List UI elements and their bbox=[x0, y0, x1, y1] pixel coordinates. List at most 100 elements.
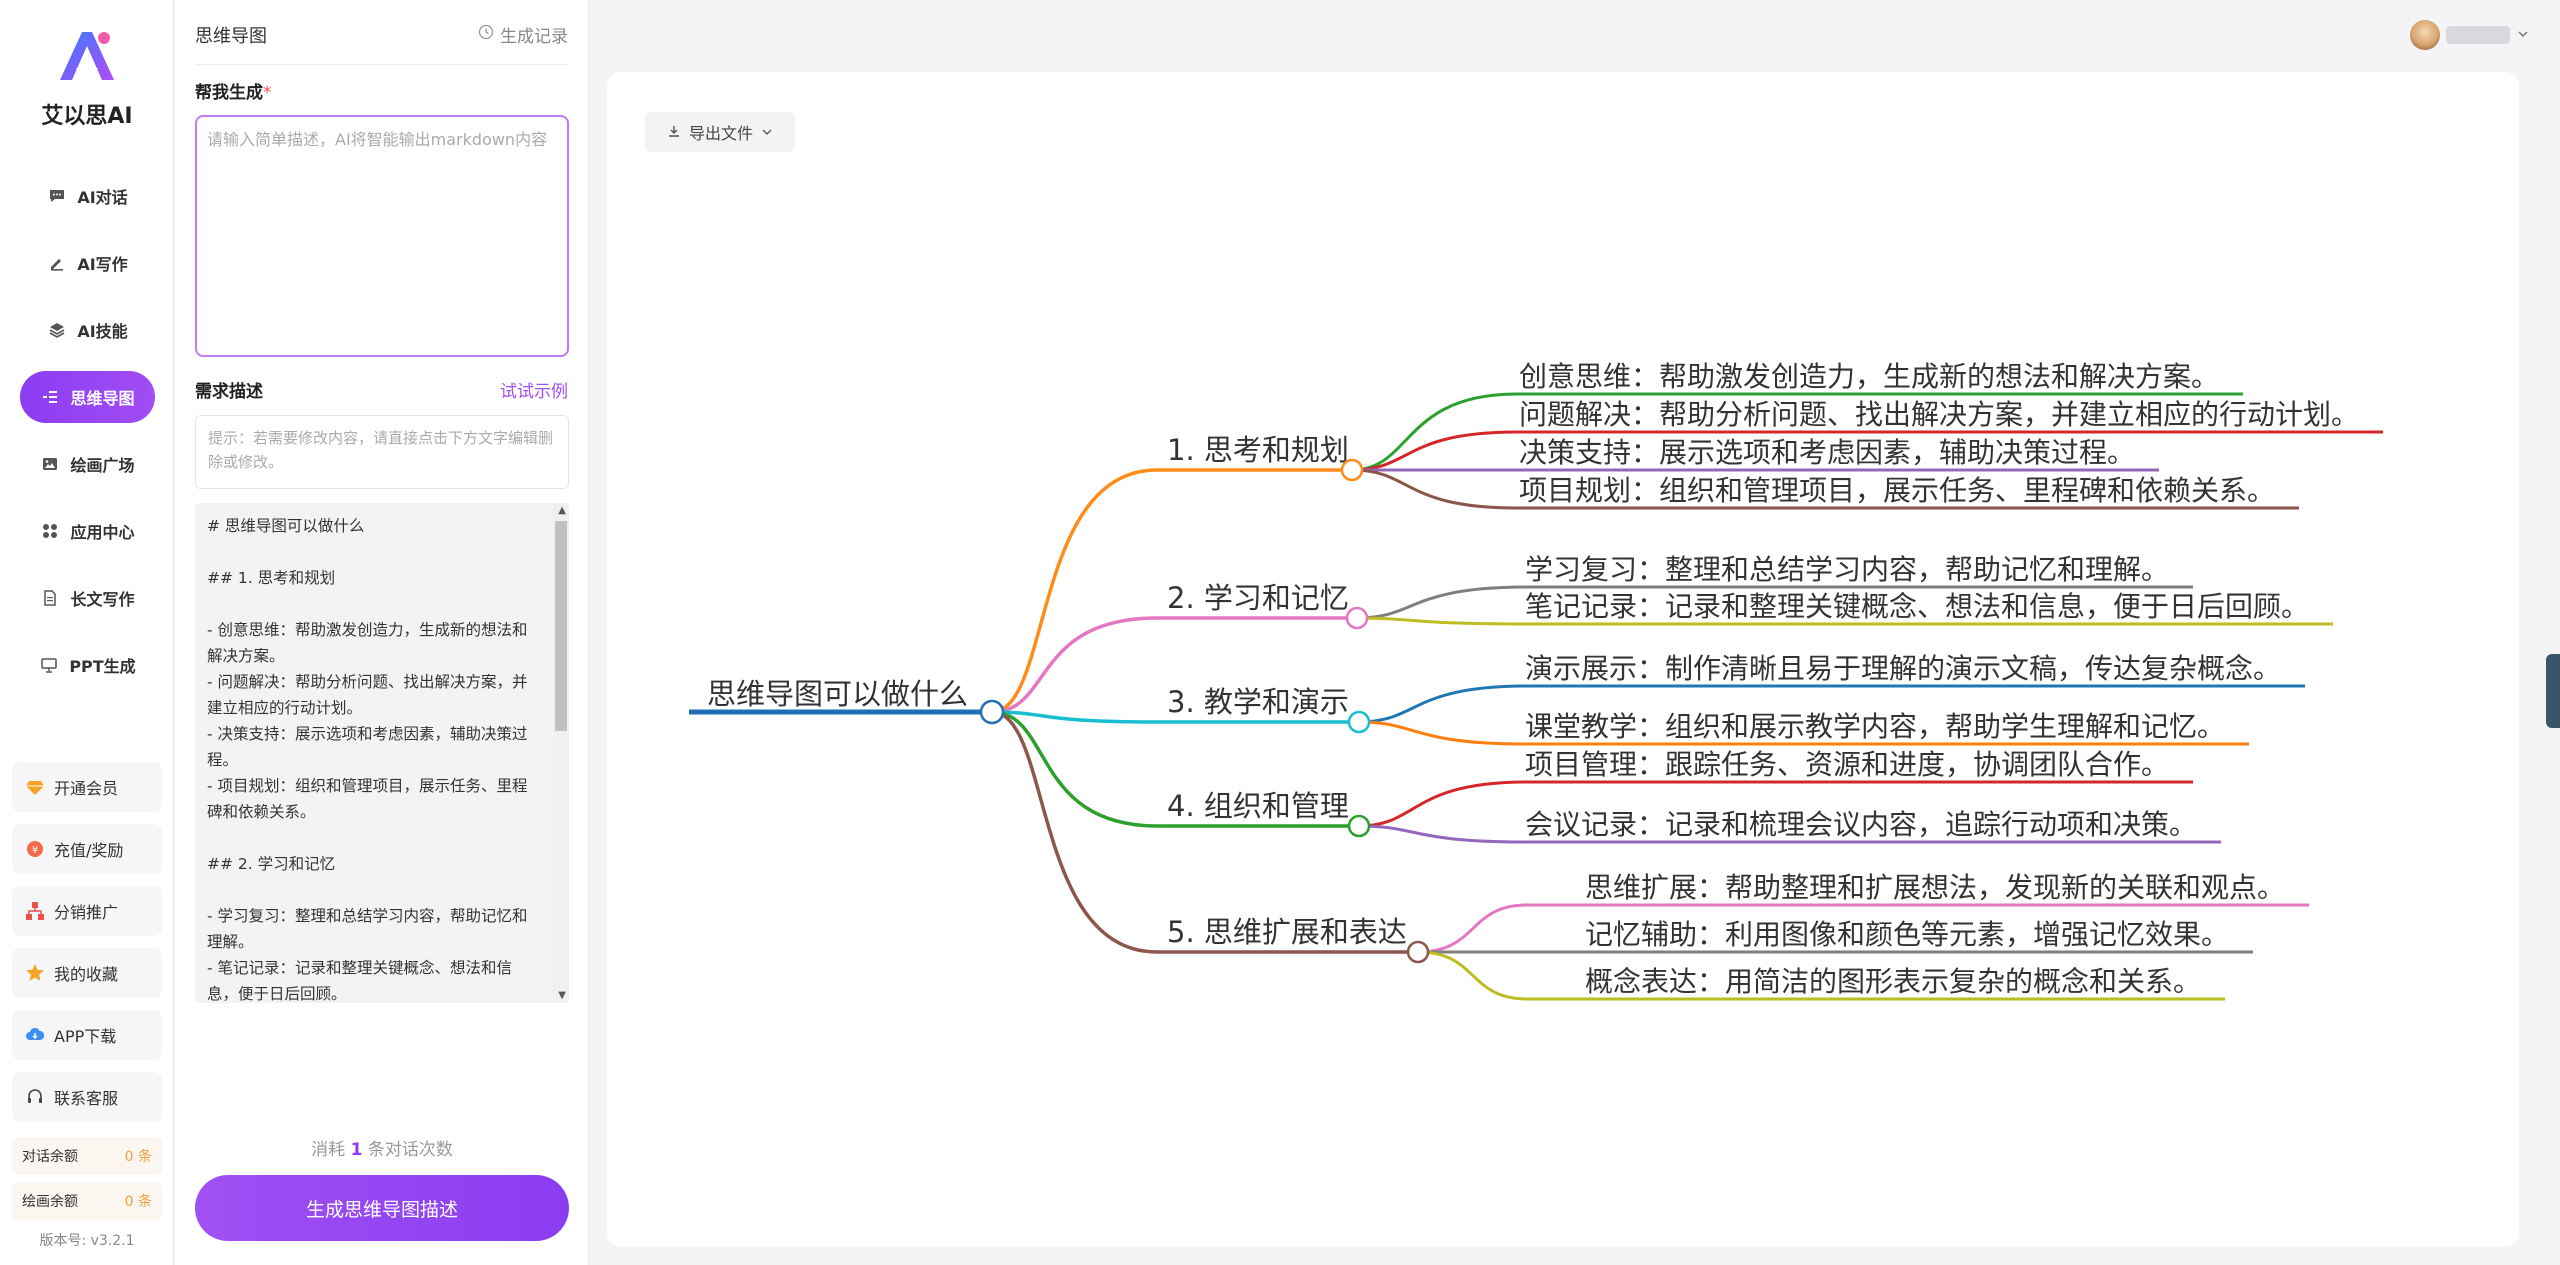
leaf-connector bbox=[1356, 616, 2334, 626]
generate-button[interactable]: 生成思维导图描述 bbox=[195, 1175, 569, 1241]
branch-connector bbox=[991, 616, 1357, 714]
nav-item-label: AI技能 bbox=[77, 322, 128, 341]
distribution-button[interactable]: 分销推广 bbox=[12, 886, 162, 936]
branch-node-label[interactable]: 1. 思考和规划 bbox=[1167, 433, 1349, 467]
markdown-content[interactable]: # 思维导图可以做什么 ## 1. 思考和规划 - 创意思维：帮助激发创造力，生… bbox=[207, 517, 528, 1003]
nav-item-ai-chat[interactable]: AI对话 bbox=[20, 170, 155, 222]
root-node-handle[interactable] bbox=[979, 699, 1005, 725]
mindmap-icon bbox=[40, 387, 60, 407]
root-node-label[interactable]: 思维导图可以做什么 bbox=[707, 677, 968, 711]
main-nav-sidebar: 艾以思AI AI对话 AI写作 AI技能 思维导图 绘画广场 应用中心 bbox=[0, 0, 174, 1265]
leaf-node-label[interactable]: 创意思维：帮助激发创造力，生成新的想法和解决方案。 bbox=[1519, 360, 2219, 393]
history-link[interactable]: 生成记录 bbox=[478, 22, 568, 47]
nav-item-ai-skills[interactable]: AI技能 bbox=[20, 304, 155, 356]
user-name-redacted bbox=[2446, 26, 2510, 44]
leaf-node-label[interactable]: 笔记记录：记录和整理关键概念、想法和信息，便于日后回顾。 bbox=[1525, 590, 2309, 623]
image-icon bbox=[40, 454, 60, 474]
favorites-button-label: 我的收藏 bbox=[54, 965, 119, 984]
leaf-node-label[interactable]: 项目规划：组织和管理项目，展示任务、里程碑和依赖关系。 bbox=[1519, 474, 2275, 507]
star-icon bbox=[24, 962, 46, 984]
scroll-down-icon[interactable]: ▼ bbox=[558, 990, 566, 1001]
desc-label: 需求描述 bbox=[195, 382, 263, 402]
leaf-node-label[interactable]: 记忆辅助：利用图像和颜色等元素，增强记忆效果。 bbox=[1585, 918, 2229, 951]
nav-item-long-writing[interactable]: 长文写作 bbox=[20, 572, 155, 624]
leaf-node-label[interactable]: 演示展示：制作清晰且易于理解的演示文稿，传达复杂概念。 bbox=[1525, 652, 2281, 685]
recharge-button[interactable]: ¥ 充值/奖励 bbox=[12, 824, 162, 874]
user-menu[interactable] bbox=[2410, 20, 2530, 50]
leaf-node-label[interactable]: 思维扩展：帮助整理和扩展想法，发现新的关联和观点。 bbox=[1585, 871, 2285, 904]
scrollbar-thumb[interactable] bbox=[555, 521, 567, 731]
leaf-connector bbox=[1417, 950, 2226, 1001]
chevron-down-icon bbox=[761, 123, 773, 142]
branch-node-label[interactable]: 3. 教学和演示 bbox=[1167, 685, 1349, 719]
leaf-connector bbox=[1358, 780, 2194, 828]
diamond-icon bbox=[24, 776, 46, 798]
download-icon bbox=[667, 123, 681, 142]
nav-item-label: AI对话 bbox=[77, 188, 128, 207]
branch-node-handle[interactable] bbox=[1406, 940, 1430, 964]
document-icon bbox=[40, 588, 60, 608]
app-download-button[interactable]: APP下载 bbox=[12, 1010, 162, 1060]
leaf-node-label[interactable]: 概念表达：用简洁的图形表示复杂的概念和关系。 bbox=[1585, 965, 2201, 998]
history-label: 生成记录 bbox=[500, 27, 568, 47]
leaf-connector bbox=[1351, 468, 2300, 510]
branch-connector bbox=[991, 710, 1359, 724]
branch-node-label[interactable]: 5. 思维扩展和表达 bbox=[1167, 915, 1407, 949]
leaf-node-label[interactable]: 学习复习：整理和总结学习内容，帮助记忆和理解。 bbox=[1525, 553, 2169, 586]
nav-item-painting-plaza[interactable]: 绘画广场 bbox=[20, 438, 155, 490]
prompt-input[interactable] bbox=[195, 115, 569, 357]
presentation-icon bbox=[39, 655, 59, 675]
leaf-node-label[interactable]: 项目管理：跟踪任务、资源和进度，协调团队合作。 bbox=[1525, 748, 2169, 781]
chat-quota: 对话余额 0 条 bbox=[12, 1137, 162, 1175]
branch-connector bbox=[991, 468, 1352, 714]
markdown-scrollbar[interactable]: ▲ ▼ bbox=[553, 503, 569, 1003]
svg-text:¥: ¥ bbox=[32, 845, 38, 856]
export-button[interactable]: 导出文件 bbox=[645, 112, 795, 152]
customer-service-button[interactable]: 联系客服 bbox=[12, 1072, 162, 1122]
version-label: 版本号: v3.2.1 bbox=[39, 1233, 135, 1249]
mindmap-canvas: 导出文件 思维导图可以做什么 1. 思考和规划 创意思维：帮助激发创造力，生成新的想… bbox=[607, 72, 2519, 1247]
leaf-connector bbox=[1356, 585, 2194, 620]
leaf-node-label[interactable]: 会议记录：记录和梳理会议内容，追踪行动项和决策。 bbox=[1525, 808, 2197, 841]
coin-icon: ¥ bbox=[24, 838, 46, 860]
nav-item-ppt[interactable]: PPT生成 bbox=[20, 639, 155, 691]
required-mark: * bbox=[263, 83, 272, 103]
vip-button-label: 开通会员 bbox=[54, 779, 119, 798]
chevron-down-icon bbox=[2516, 26, 2530, 45]
markdown-editor[interactable]: # 思维导图可以做什么 ## 1. 思考和规划 - 创意思维：帮助激发创造力，生… bbox=[195, 503, 569, 1003]
leaf-node-label[interactable]: 决策支持：展示选项和考虑因素，辅助决策过程。 bbox=[1519, 436, 2135, 469]
leaf-connector bbox=[1417, 903, 2310, 954]
nav-item-label: AI写作 bbox=[77, 255, 128, 274]
side-drawer-tab[interactable] bbox=[2546, 654, 2560, 728]
desc-hint-input[interactable] bbox=[195, 415, 569, 489]
export-label: 导出文件 bbox=[688, 124, 753, 143]
nav-item-label: 长文写作 bbox=[70, 590, 135, 609]
help-generate-label: 帮我生成* bbox=[195, 78, 272, 103]
nav-item-label: 绘画广场 bbox=[70, 456, 135, 475]
chat-bubble-icon bbox=[47, 186, 67, 206]
nav-item-app-center[interactable]: 应用中心 bbox=[20, 505, 155, 557]
cost-prefix: 消耗 bbox=[311, 1140, 346, 1160]
panel-title: 思维导图 bbox=[195, 26, 267, 47]
branch-connector bbox=[991, 710, 1359, 828]
branch-node-handle[interactable] bbox=[1345, 606, 1369, 630]
leaf-node-label[interactable]: 课堂教学：组织和展示教学内容，帮助学生理解和记忆。 bbox=[1525, 710, 2225, 743]
brand-logo-icon bbox=[60, 32, 114, 80]
painting-quota-value: 0 条 bbox=[124, 1194, 152, 1210]
branch-node-handle[interactable] bbox=[1347, 814, 1371, 838]
nav-item-ai-writing[interactable]: AI写作 bbox=[20, 237, 155, 289]
try-example-link[interactable]: 试试示例 bbox=[500, 382, 568, 402]
branch-node-handle[interactable] bbox=[1340, 458, 1364, 482]
apps-icon bbox=[40, 521, 60, 541]
nav-item-mindmap[interactable]: 思维导图 bbox=[20, 371, 155, 423]
vip-button[interactable]: 开通会员 bbox=[12, 762, 162, 812]
pen-icon bbox=[47, 253, 67, 273]
avatar[interactable] bbox=[2410, 20, 2440, 50]
branch-node-handle[interactable] bbox=[1347, 710, 1371, 734]
branch-node-label[interactable]: 2. 学习和记忆 bbox=[1167, 581, 1349, 615]
scroll-up-icon[interactable]: ▲ bbox=[558, 505, 566, 516]
favorites-button[interactable]: 我的收藏 bbox=[12, 948, 162, 998]
layers-icon bbox=[47, 320, 67, 340]
branch-node-label[interactable]: 4. 组织和管理 bbox=[1167, 789, 1349, 823]
leaf-node-label[interactable]: 问题解决：帮助分析问题、找出解决方案，并建立相应的行动计划。 bbox=[1519, 398, 2359, 431]
